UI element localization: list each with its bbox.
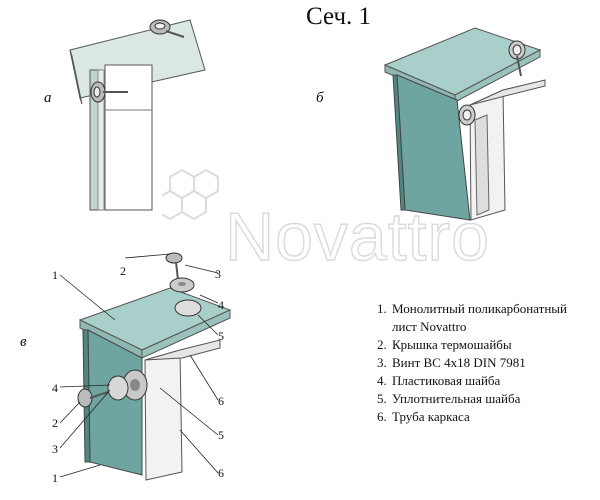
legend-item: Крышка термошайбы (390, 336, 594, 354)
callout-3-side: 3 (52, 442, 58, 456)
screw-icon (90, 81, 128, 103)
view-label-v: в (20, 334, 27, 350)
screw-icon (149, 19, 185, 38)
view-b-drawing (383, 27, 546, 221)
callout-5-side: 5 (218, 428, 224, 442)
legend-item: Монолитный поликарбонатный лист Novattro (390, 300, 594, 336)
view-v-drawing (59, 252, 232, 481)
callout-4-side: 4 (52, 381, 58, 395)
screw-icon (458, 104, 476, 126)
legend-item: Пластиковая шайба (390, 372, 594, 390)
view-label-b: б (316, 90, 324, 106)
screw-icon (508, 40, 526, 77)
callout-6-top: 6 (218, 394, 224, 408)
section-title: Сеч. 1 (306, 3, 372, 30)
callout-5-top: 5 (218, 329, 224, 343)
legend-item: Винт ВС 4х18 DIN 7981 (390, 354, 594, 372)
legend-item: Уплотнительная шайба (390, 390, 594, 408)
callout-2-side: 2 (52, 416, 58, 430)
view-label-a: а (44, 90, 52, 106)
watermark-logo-icon (162, 168, 219, 221)
legend: Монолитный поликарбонатный лист Novattro… (372, 300, 594, 426)
callout-4-top: 4 (218, 298, 224, 312)
legend-item: Труба каркаса (390, 408, 594, 426)
callout-2-top: 2 (120, 264, 126, 278)
view-a-drawing (69, 19, 206, 211)
callout-1-bottom: 1 (52, 471, 58, 485)
callout-3-top: 3 (215, 267, 221, 281)
callout-1-top: 1 (52, 268, 58, 282)
callout-6-bottom: 6 (218, 466, 224, 480)
